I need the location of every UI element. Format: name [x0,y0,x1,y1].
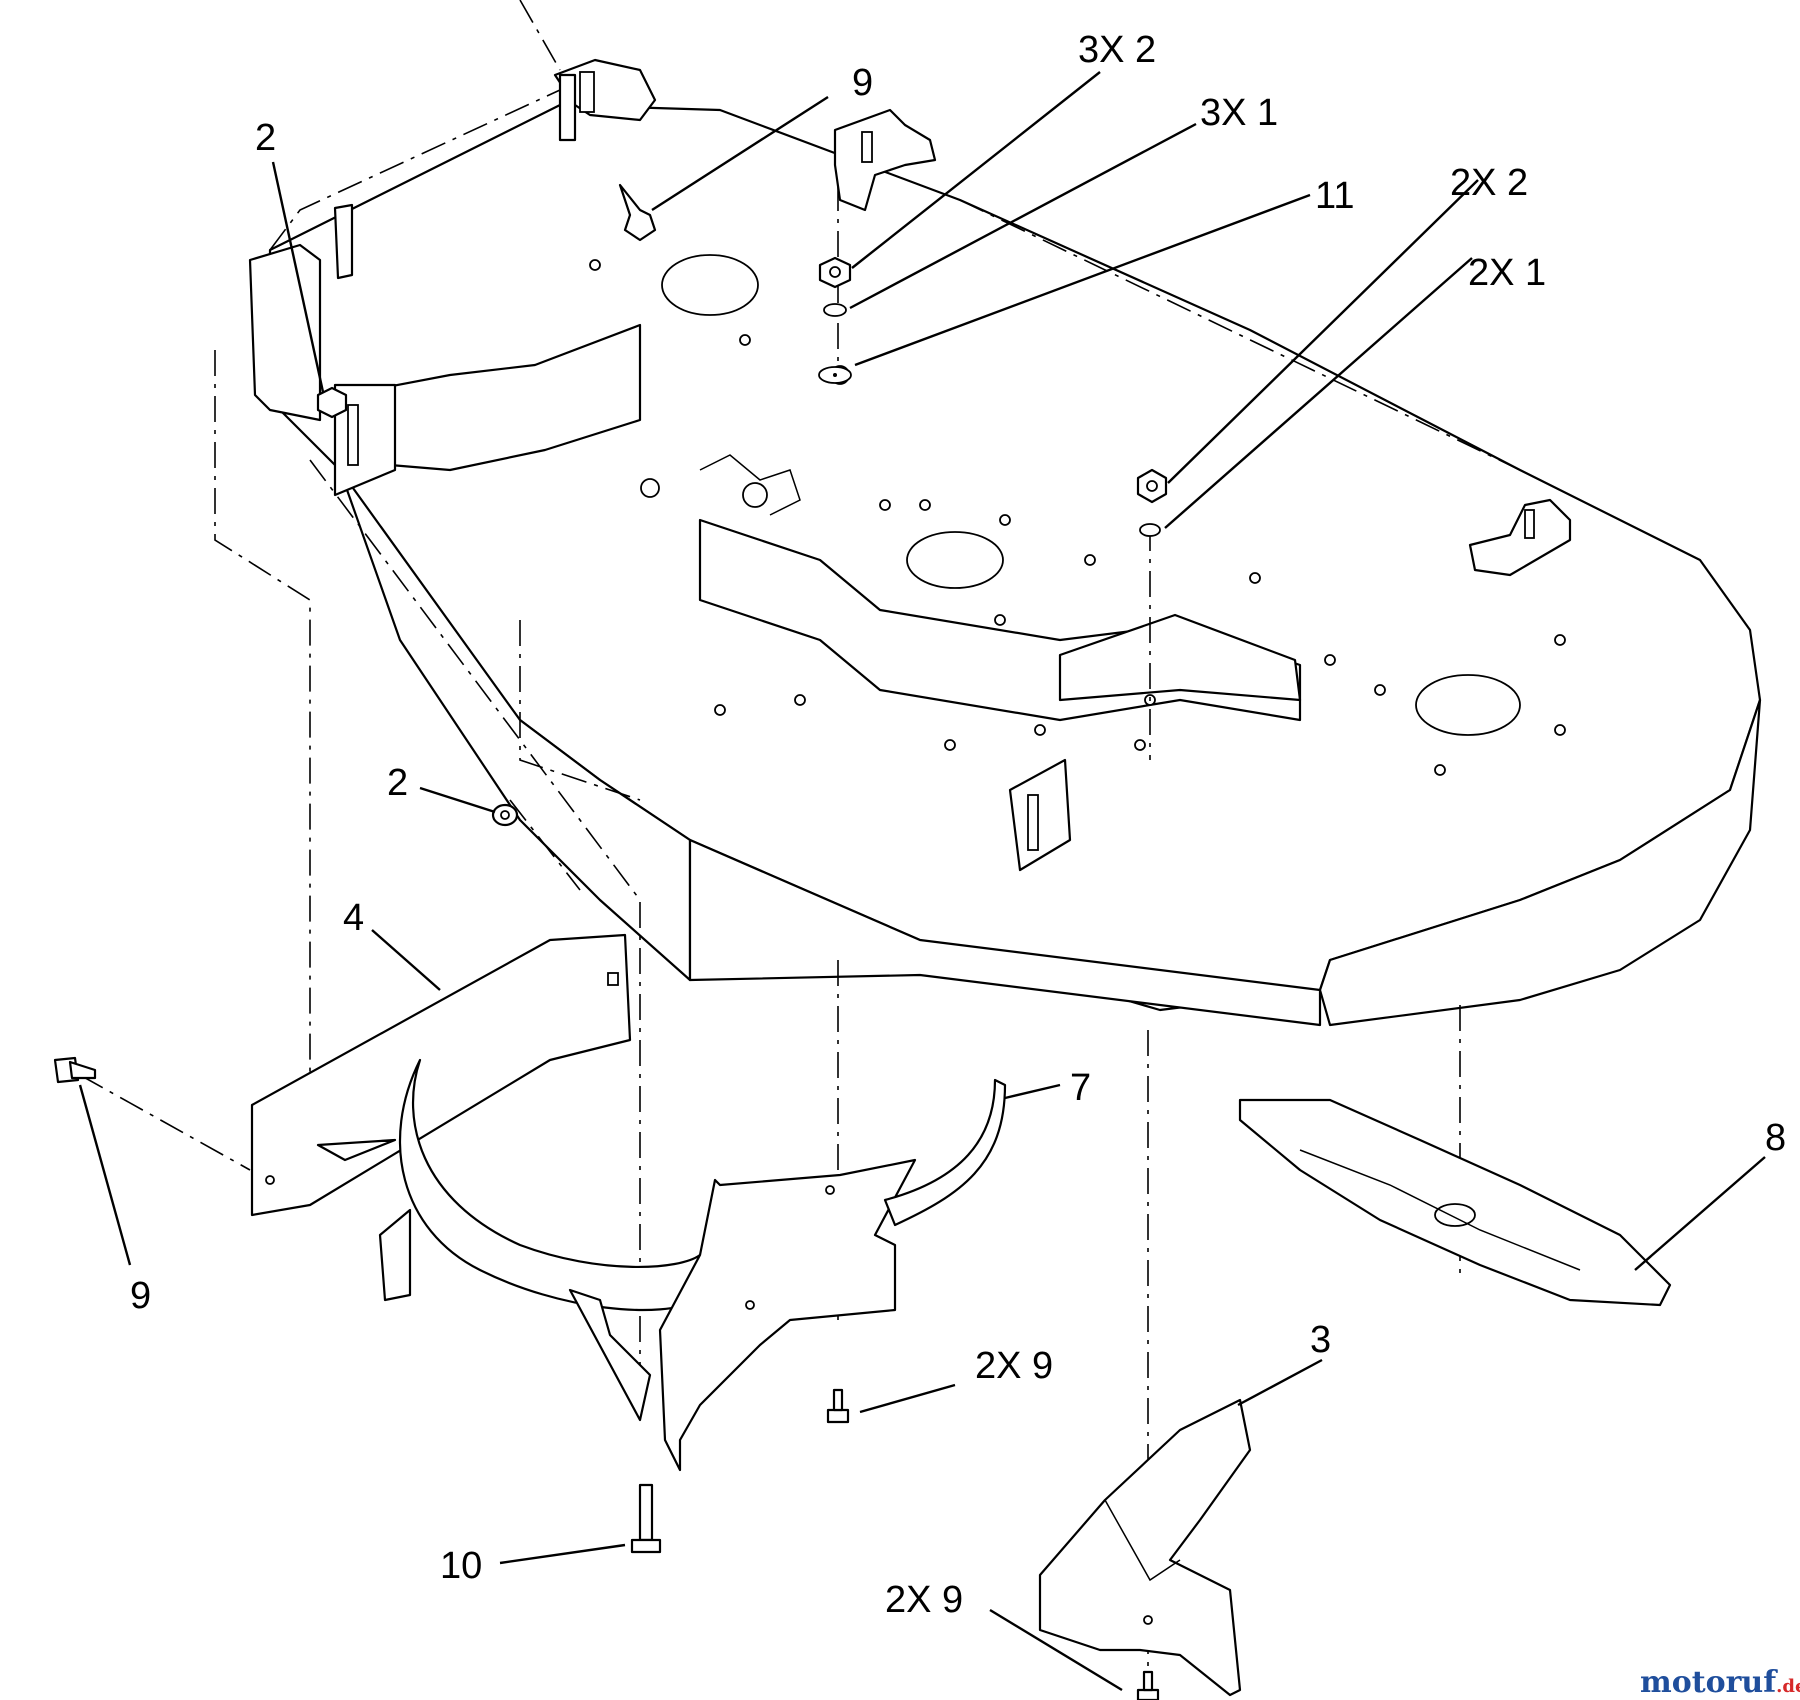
baffle-part-4 [250,933,702,1312]
callout-8: 8 [1765,1117,1786,1159]
watermark-logo: motoruf.de [1640,1665,1800,1700]
callout-7: 7 [1070,1067,1091,1109]
callout-2-left: 2 [255,117,276,159]
callout-11: 11 [1315,175,1354,217]
callout-2x2: 2X 2 [1450,162,1528,204]
assembly-lines [79,0,1521,1670]
watermark: motoruf.de [1640,1665,1800,1700]
callout-10: 10 [440,1545,482,1587]
blade-part-8 [1238,1098,1672,1307]
callout-9-top: 9 [852,62,873,104]
callout-2x9-mid: 2X 9 [975,1345,1053,1387]
callout-3: 3 [1310,1319,1331,1361]
hardware [53,183,1168,1700]
callout-2x1: 2X 1 [1468,252,1546,294]
callout-2-mid: 2 [387,762,408,804]
watermark-text: motoruf [1640,1665,1778,1700]
watermark-suffix: .de [1776,1676,1800,1697]
leader-lines [78,71,1766,1692]
mower-deck [248,58,1762,1027]
callout-2x9-bot: 2X 9 [885,1579,963,1621]
baffle-part-7 [568,1078,1007,1472]
callout-3x1: 3X 1 [1200,92,1278,134]
callout-labels: 9 3X 2 3X 1 11 2X 2 2X 1 2 2 4 7 8 9 2X … [130,29,1786,1621]
callout-4: 4 [343,897,364,939]
callout-3x2: 3X 2 [1078,29,1156,71]
mulch-part-3 [1038,1398,1252,1697]
callout-9-left: 9 [130,1275,151,1317]
